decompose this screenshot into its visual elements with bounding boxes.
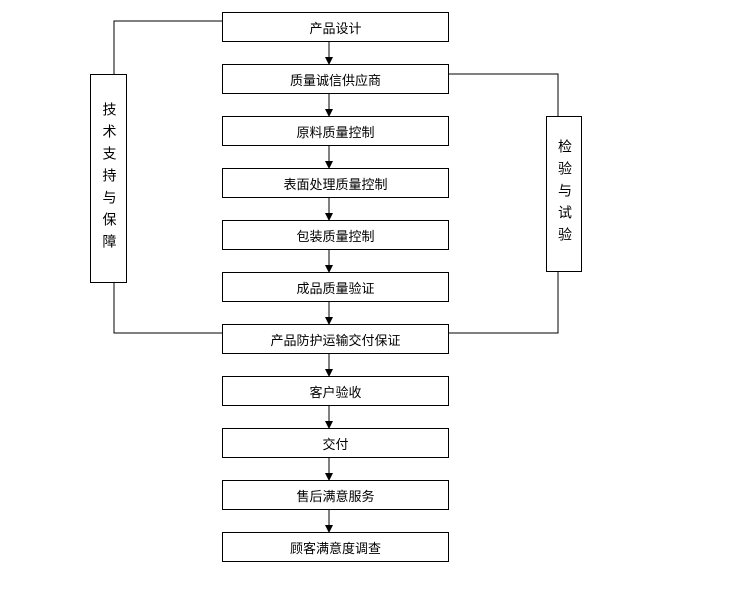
tech-support-box: 技术支持与保障 <box>90 74 127 283</box>
flow-step: 表面处理质量控制 <box>222 168 449 198</box>
flow-step: 顾客满意度调查 <box>222 532 449 562</box>
inspection-test-label: 检验与试验 <box>556 139 572 249</box>
flow-step: 原料质量控制 <box>222 116 449 146</box>
flow-step: 产品防护运输交付保证 <box>222 324 449 354</box>
flow-step: 售后满意服务 <box>222 480 449 510</box>
flow-step: 包装质量控制 <box>222 220 449 250</box>
flow-step: 成品质量验证 <box>222 272 449 302</box>
right-bracket-line <box>449 73 559 334</box>
tech-support-label: 技术支持与保障 <box>100 101 117 256</box>
flow-step: 质量诚信供应商 <box>222 64 449 94</box>
flow-step: 客户验收 <box>222 376 449 406</box>
inspection-test-box: 检验与试验 <box>546 116 582 272</box>
left-bracket-line <box>113 20 222 334</box>
flow-step: 交付 <box>222 428 449 458</box>
flow-step: 产品设计 <box>222 12 449 42</box>
